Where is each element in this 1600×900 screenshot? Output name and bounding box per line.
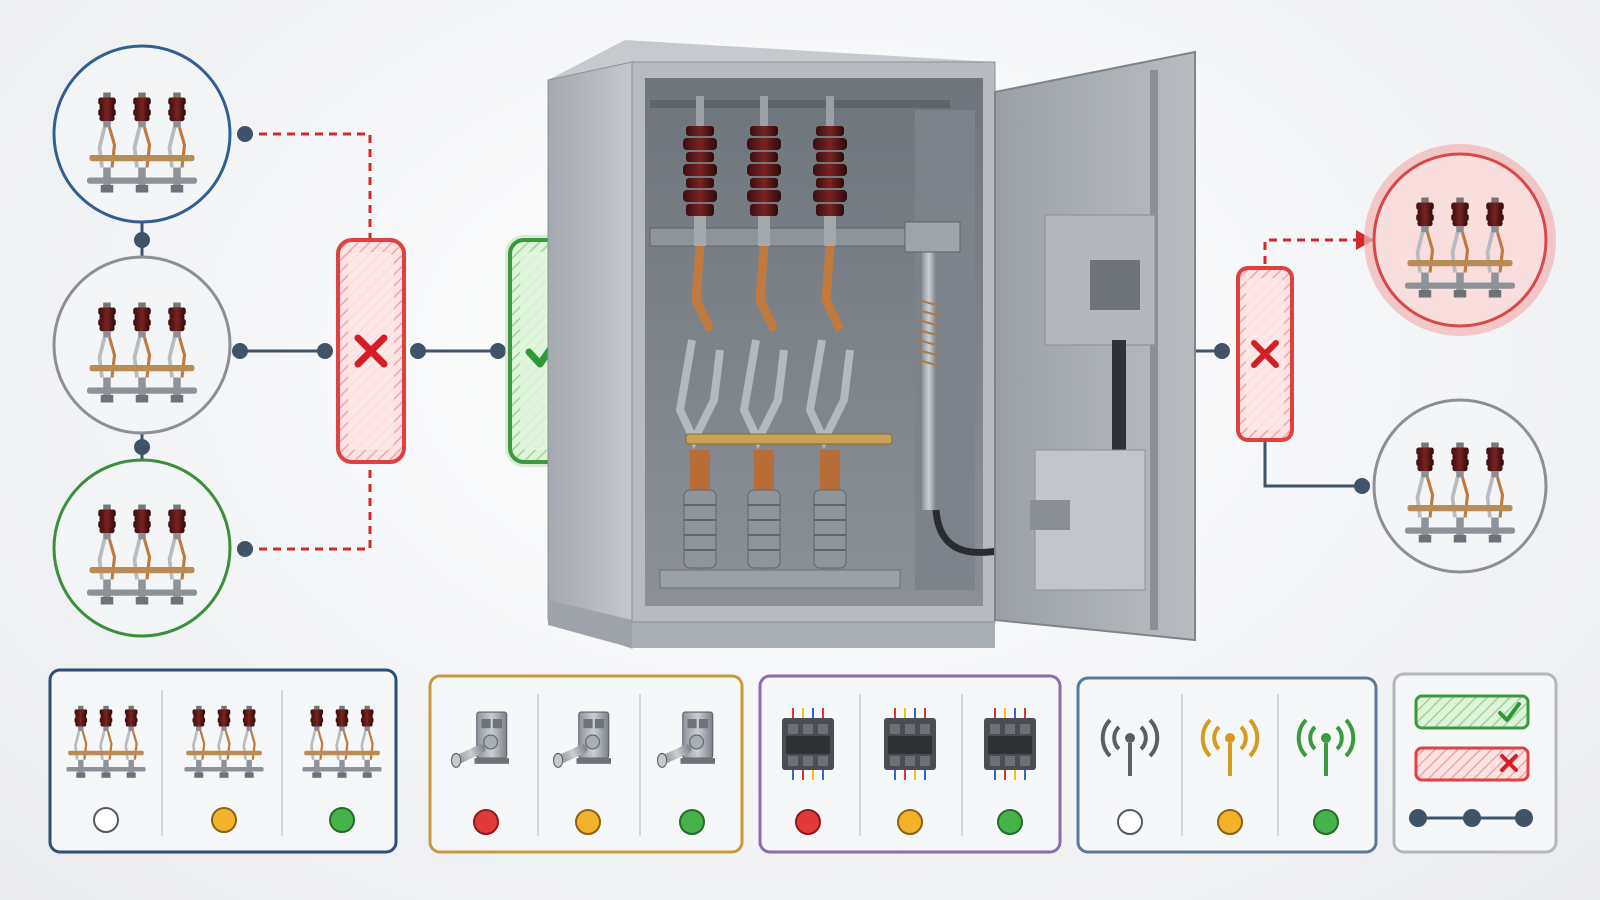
connector-node bbox=[410, 343, 426, 359]
status-dot-red bbox=[473, 809, 499, 835]
connector-node bbox=[134, 232, 150, 248]
right-node-red[interactable] bbox=[1364, 144, 1556, 336]
pass-bar-icon bbox=[1414, 694, 1530, 730]
connector-node bbox=[1214, 343, 1230, 359]
node-ring bbox=[52, 255, 232, 435]
left-connectors bbox=[134, 126, 642, 557]
node-ring bbox=[1372, 152, 1548, 328]
left-fail-gate[interactable] bbox=[336, 238, 406, 464]
node-ring bbox=[1372, 398, 1548, 574]
status-dot-white bbox=[1117, 809, 1143, 835]
right-node-neutral[interactable] bbox=[1372, 398, 1548, 574]
status-dot-green bbox=[1313, 809, 1339, 835]
terminal-block-icon bbox=[781, 707, 835, 781]
status-dot-white bbox=[93, 807, 119, 833]
connector-right-solid bbox=[1263, 440, 1362, 488]
connector-top-dashed bbox=[245, 132, 372, 242]
legend-panel-terminal-block-states bbox=[758, 674, 1062, 854]
connector-node bbox=[237, 541, 253, 557]
legend-panel-disconnector-states bbox=[48, 668, 398, 854]
left-node-green[interactable] bbox=[52, 458, 232, 638]
terminal-block-icon bbox=[883, 707, 937, 781]
switchgear-cabinet-icon bbox=[547, 40, 1196, 649]
legend-panel-key bbox=[1392, 672, 1558, 854]
status-dot-amber bbox=[211, 807, 237, 833]
status-dot-green bbox=[997, 809, 1023, 835]
connector-node bbox=[232, 343, 248, 359]
cross-icon bbox=[1251, 340, 1279, 368]
terminal-block-icon bbox=[983, 707, 1037, 781]
status-dot-green bbox=[329, 807, 355, 833]
status-dot-amber bbox=[1217, 809, 1243, 835]
connector-node bbox=[490, 343, 506, 359]
status-dot-green bbox=[679, 809, 705, 835]
legend-panel-signal-states bbox=[1076, 676, 1378, 854]
connector-node bbox=[237, 126, 253, 142]
right-fail-gate[interactable] bbox=[1236, 266, 1294, 442]
status-dot-red bbox=[795, 809, 821, 835]
fail-bar-icon bbox=[1414, 746, 1530, 782]
connection-chain-icon bbox=[1409, 809, 1533, 827]
status-dot-amber bbox=[575, 809, 601, 835]
cross-icon bbox=[354, 334, 388, 368]
connector-node bbox=[317, 343, 333, 359]
left-node-blue[interactable] bbox=[52, 44, 232, 224]
connector-right-dashed bbox=[1263, 238, 1360, 278]
connector-bottom-dashed bbox=[245, 458, 372, 551]
connector-node bbox=[1354, 478, 1370, 494]
legend-panel-mechanism-states bbox=[428, 674, 744, 854]
left-node-neutral[interactable] bbox=[52, 255, 232, 435]
node-ring bbox=[52, 44, 232, 224]
connector-node bbox=[134, 439, 150, 455]
node-ring bbox=[52, 458, 232, 638]
status-dot-amber bbox=[897, 809, 923, 835]
